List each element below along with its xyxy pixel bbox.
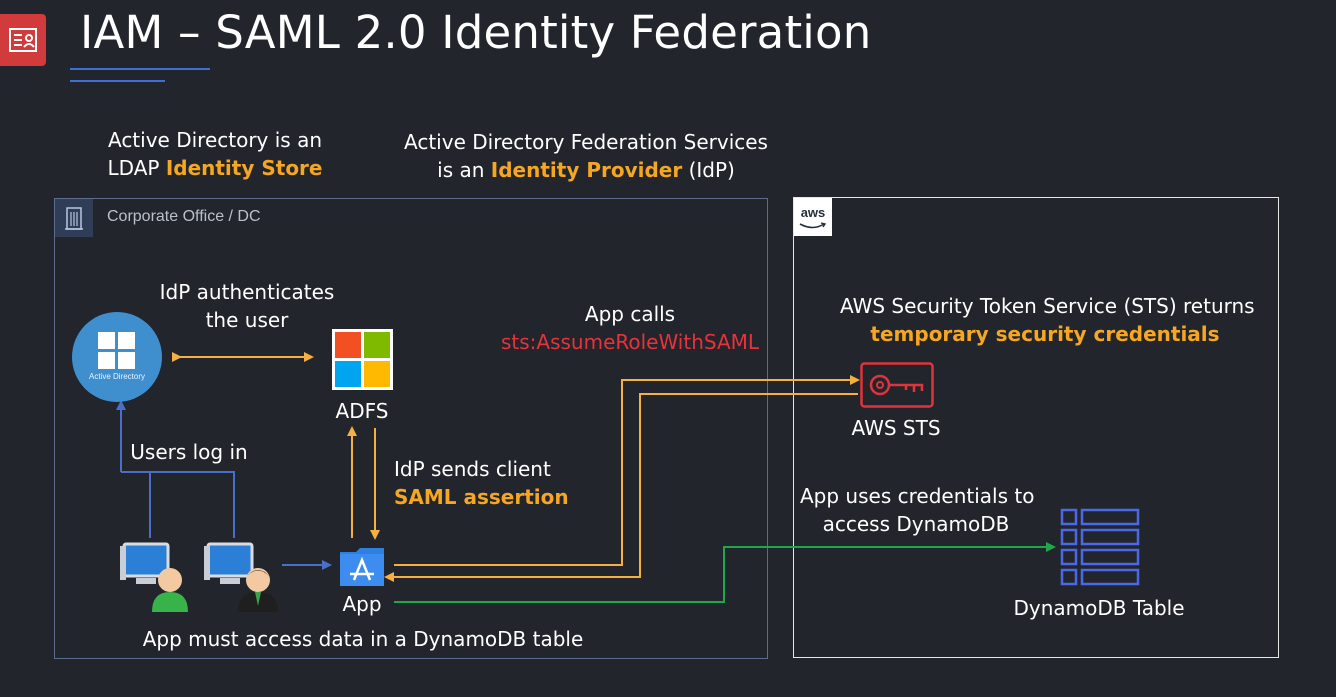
sts-caption-highlight: temporary security credentials: [870, 322, 1220, 346]
app-label: App: [342, 592, 382, 616]
corporate-office-label: Corporate Office / DC: [107, 208, 261, 225]
caption-ad-line1: Active Directory is an: [107, 128, 323, 152]
caption-adfs-line2: is an Identity Provider (IdP): [390, 156, 782, 184]
idp-auth-line1: IdP authenticates: [159, 280, 335, 304]
adfs-label: ADFS: [335, 399, 389, 423]
title-underline: [70, 68, 210, 70]
app-to-dynamodb-arrow: [394, 542, 1056, 603]
sts-label: AWS STS: [851, 416, 941, 440]
caption-adfs-line1: Active Directory Federation Services: [404, 130, 768, 154]
idp-sends-caption: IdP sends client SAML assertion: [394, 455, 569, 511]
uses-line2: access DynamoDB: [822, 512, 1010, 536]
caption-ad-line2: LDAP Identity Store: [100, 154, 330, 182]
idp-sends-line1: IdP sends client: [394, 457, 551, 481]
user-computer-icon: [202, 540, 282, 614]
aws-logo: aws: [794, 198, 832, 236]
building-icon: [55, 199, 93, 237]
app-to-sts-arrow: [394, 375, 860, 566]
dynamodb-label: DynamoDB Table: [1013, 596, 1185, 620]
app-uses-credentials-caption: App uses credentials to access DynamoDB: [800, 482, 1035, 538]
app-calls-line1: App calls: [584, 302, 676, 326]
corporate-office-container: [54, 198, 768, 659]
idp-authenticates-caption: IdP authenticates the user: [150, 278, 344, 334]
app-must-access-caption: App must access data in a DynamoDB table: [142, 627, 584, 651]
caption-ad-prefix: LDAP: [107, 156, 166, 180]
users-login-lines: [116, 400, 235, 538]
aws-cloud-container: [793, 197, 1279, 658]
adfs-icon: [332, 329, 393, 390]
users-log-in-label: Users log in: [130, 440, 248, 464]
idp-auth-line2: the user: [205, 308, 289, 332]
caption-active-directory: Active Directory is an LDAP Identity Sto…: [100, 126, 330, 182]
aws-logo-text: aws: [800, 205, 826, 220]
active-directory-icon: Active Directory: [72, 312, 162, 402]
caption-adfs: Active Directory Federation Services is …: [390, 128, 782, 184]
title-underline-secondary: [70, 80, 165, 82]
sts-to-app-arrow: [384, 393, 858, 582]
microsoft-logo-icon: [335, 332, 390, 387]
active-directory-icon-label: Active Directory: [88, 372, 145, 381]
aws-smile-icon: [799, 222, 827, 229]
app-icon: [338, 546, 386, 588]
sts-key-icon: [860, 362, 934, 408]
uses-line1: App uses credentials to: [800, 484, 1035, 508]
caption-adfs-suffix: (IdP): [682, 158, 735, 182]
iam-identity-logo: [0, 14, 46, 66]
dynamodb-table-icon: [1060, 508, 1140, 588]
sts-caption: AWS Security Token Service (STS) returns…: [840, 292, 1255, 348]
caption-ad-highlight: Identity Store: [165, 156, 323, 180]
page-title: IAM – SAML 2.0 Identity Federation: [80, 6, 872, 59]
app-calls-api: sts:AssumeRoleWithSAML: [500, 330, 760, 354]
caption-adfs-highlight: Identity Provider: [490, 158, 683, 182]
caption-adfs-prefix: is an: [437, 158, 491, 182]
sts-caption-line1: AWS Security Token Service (STS) returns: [840, 294, 1255, 318]
app-calls-caption: App calls sts:AssumeRoleWithSAML: [500, 300, 760, 356]
id-card-icon: [9, 28, 37, 52]
windows-logo-icon: [98, 332, 135, 369]
user-computer-icon: [118, 540, 196, 614]
idp-sends-highlight: SAML assertion: [394, 485, 569, 509]
